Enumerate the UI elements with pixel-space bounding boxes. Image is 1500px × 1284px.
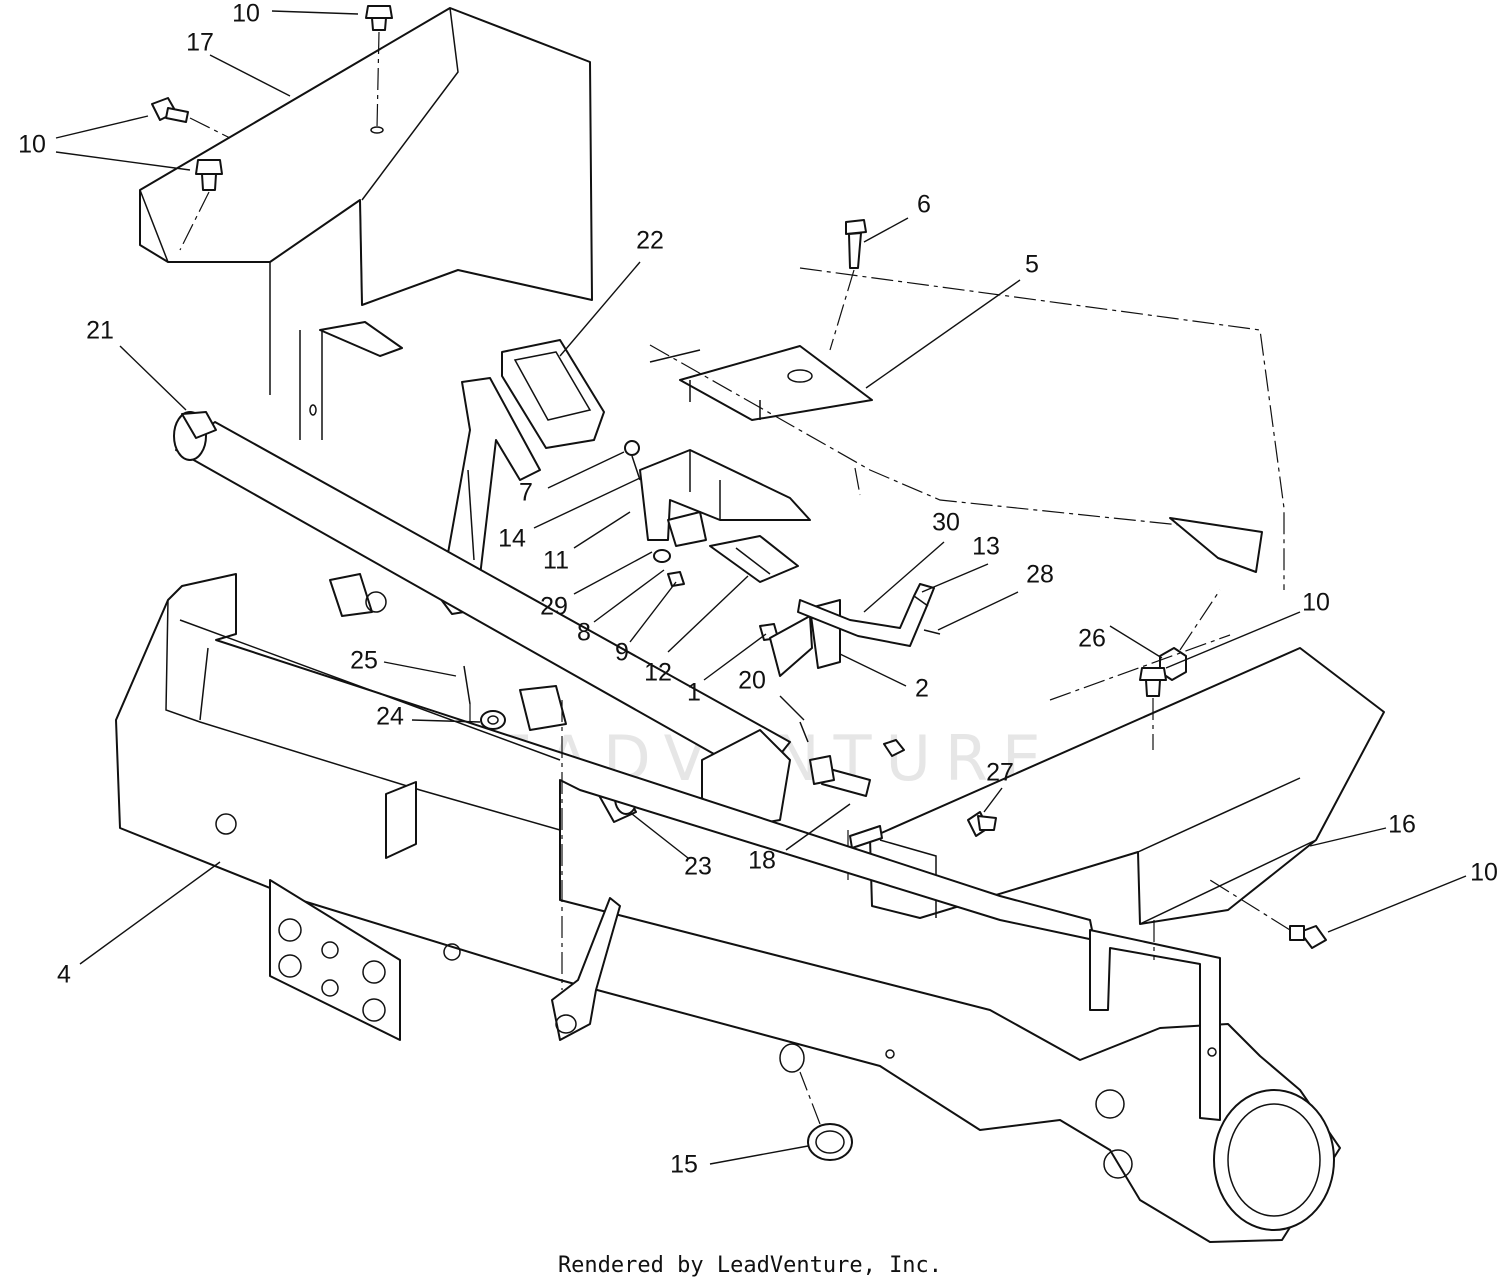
bolt-27 [967,811,997,837]
part-30-13-rod [797,583,935,647]
part-17-upper-shield [139,7,593,440]
callout-1: 1 [687,679,701,707]
callout-2: 2 [915,675,929,703]
callout-16: 16 [1388,811,1416,839]
bolt-10-side-upper [151,97,189,123]
nut-near-18 [883,739,905,757]
callout-24: 24 [376,703,404,731]
bolt-10-top [365,5,393,31]
callout-26: 26 [1078,625,1106,653]
callout-10: 10 [18,131,46,159]
callout-14: 14 [498,525,526,553]
callout-12: 12 [644,659,672,687]
callout-28: 28 [1026,561,1054,589]
callout-11: 11 [543,547,569,575]
leader-lines [55,10,1467,1165]
washer-24 [480,710,506,730]
pin-20 [799,721,809,743]
callout-10: 10 [232,0,260,28]
callout-15: 15 [670,1151,698,1179]
washer-29 [653,549,671,563]
callout-17: 17 [186,29,214,57]
callout-21: 21 [86,317,114,345]
callout-9: 9 [615,639,629,667]
pin-28 [923,629,941,635]
part-4-frame [115,573,1341,1243]
callout-20: 20 [738,667,766,695]
part-14-bracket [639,449,811,547]
pedal-arm [439,377,541,615]
grommet-15 [799,1071,853,1161]
callout-23: 23 [684,853,712,881]
nut-8 [667,571,685,587]
callout-18: 18 [748,847,776,875]
callout-5: 5 [1025,251,1039,279]
bolt-10-right [1209,879,1327,949]
footer-credit: Rendered by LeadVenture, Inc. [558,1253,942,1278]
nut-26 [1159,589,1221,681]
callout-13: 13 [972,533,1000,561]
callout-27: 27 [986,759,1014,787]
callout-10: 10 [1470,859,1498,887]
part-22-pedal-pad [501,339,605,449]
part-21-shaft [173,411,791,829]
callout-29: 29 [540,593,568,621]
bolt-10-step [1139,667,1167,750]
part-5-control-plate [649,267,1285,590]
part-16-step-plate [847,634,1385,925]
bolt-6 [829,219,867,351]
callout-4: 4 [57,961,71,989]
callout-25: 25 [350,647,378,675]
callout-labels: 10 17 10 22 6 5 21 7 14 11 30 13 28 29 8… [18,0,1498,1179]
callout-7: 7 [519,479,533,507]
callout-22: 22 [636,227,664,255]
bolt-10-side-lower [195,159,223,191]
part-12-plate [709,535,799,583]
callout-10: 10 [1302,589,1330,617]
callout-6: 6 [917,191,931,219]
pin-7 [624,440,641,481]
callout-8: 8 [577,619,591,647]
callout-30: 30 [932,509,960,537]
part-18-clevis-pin [809,755,883,849]
